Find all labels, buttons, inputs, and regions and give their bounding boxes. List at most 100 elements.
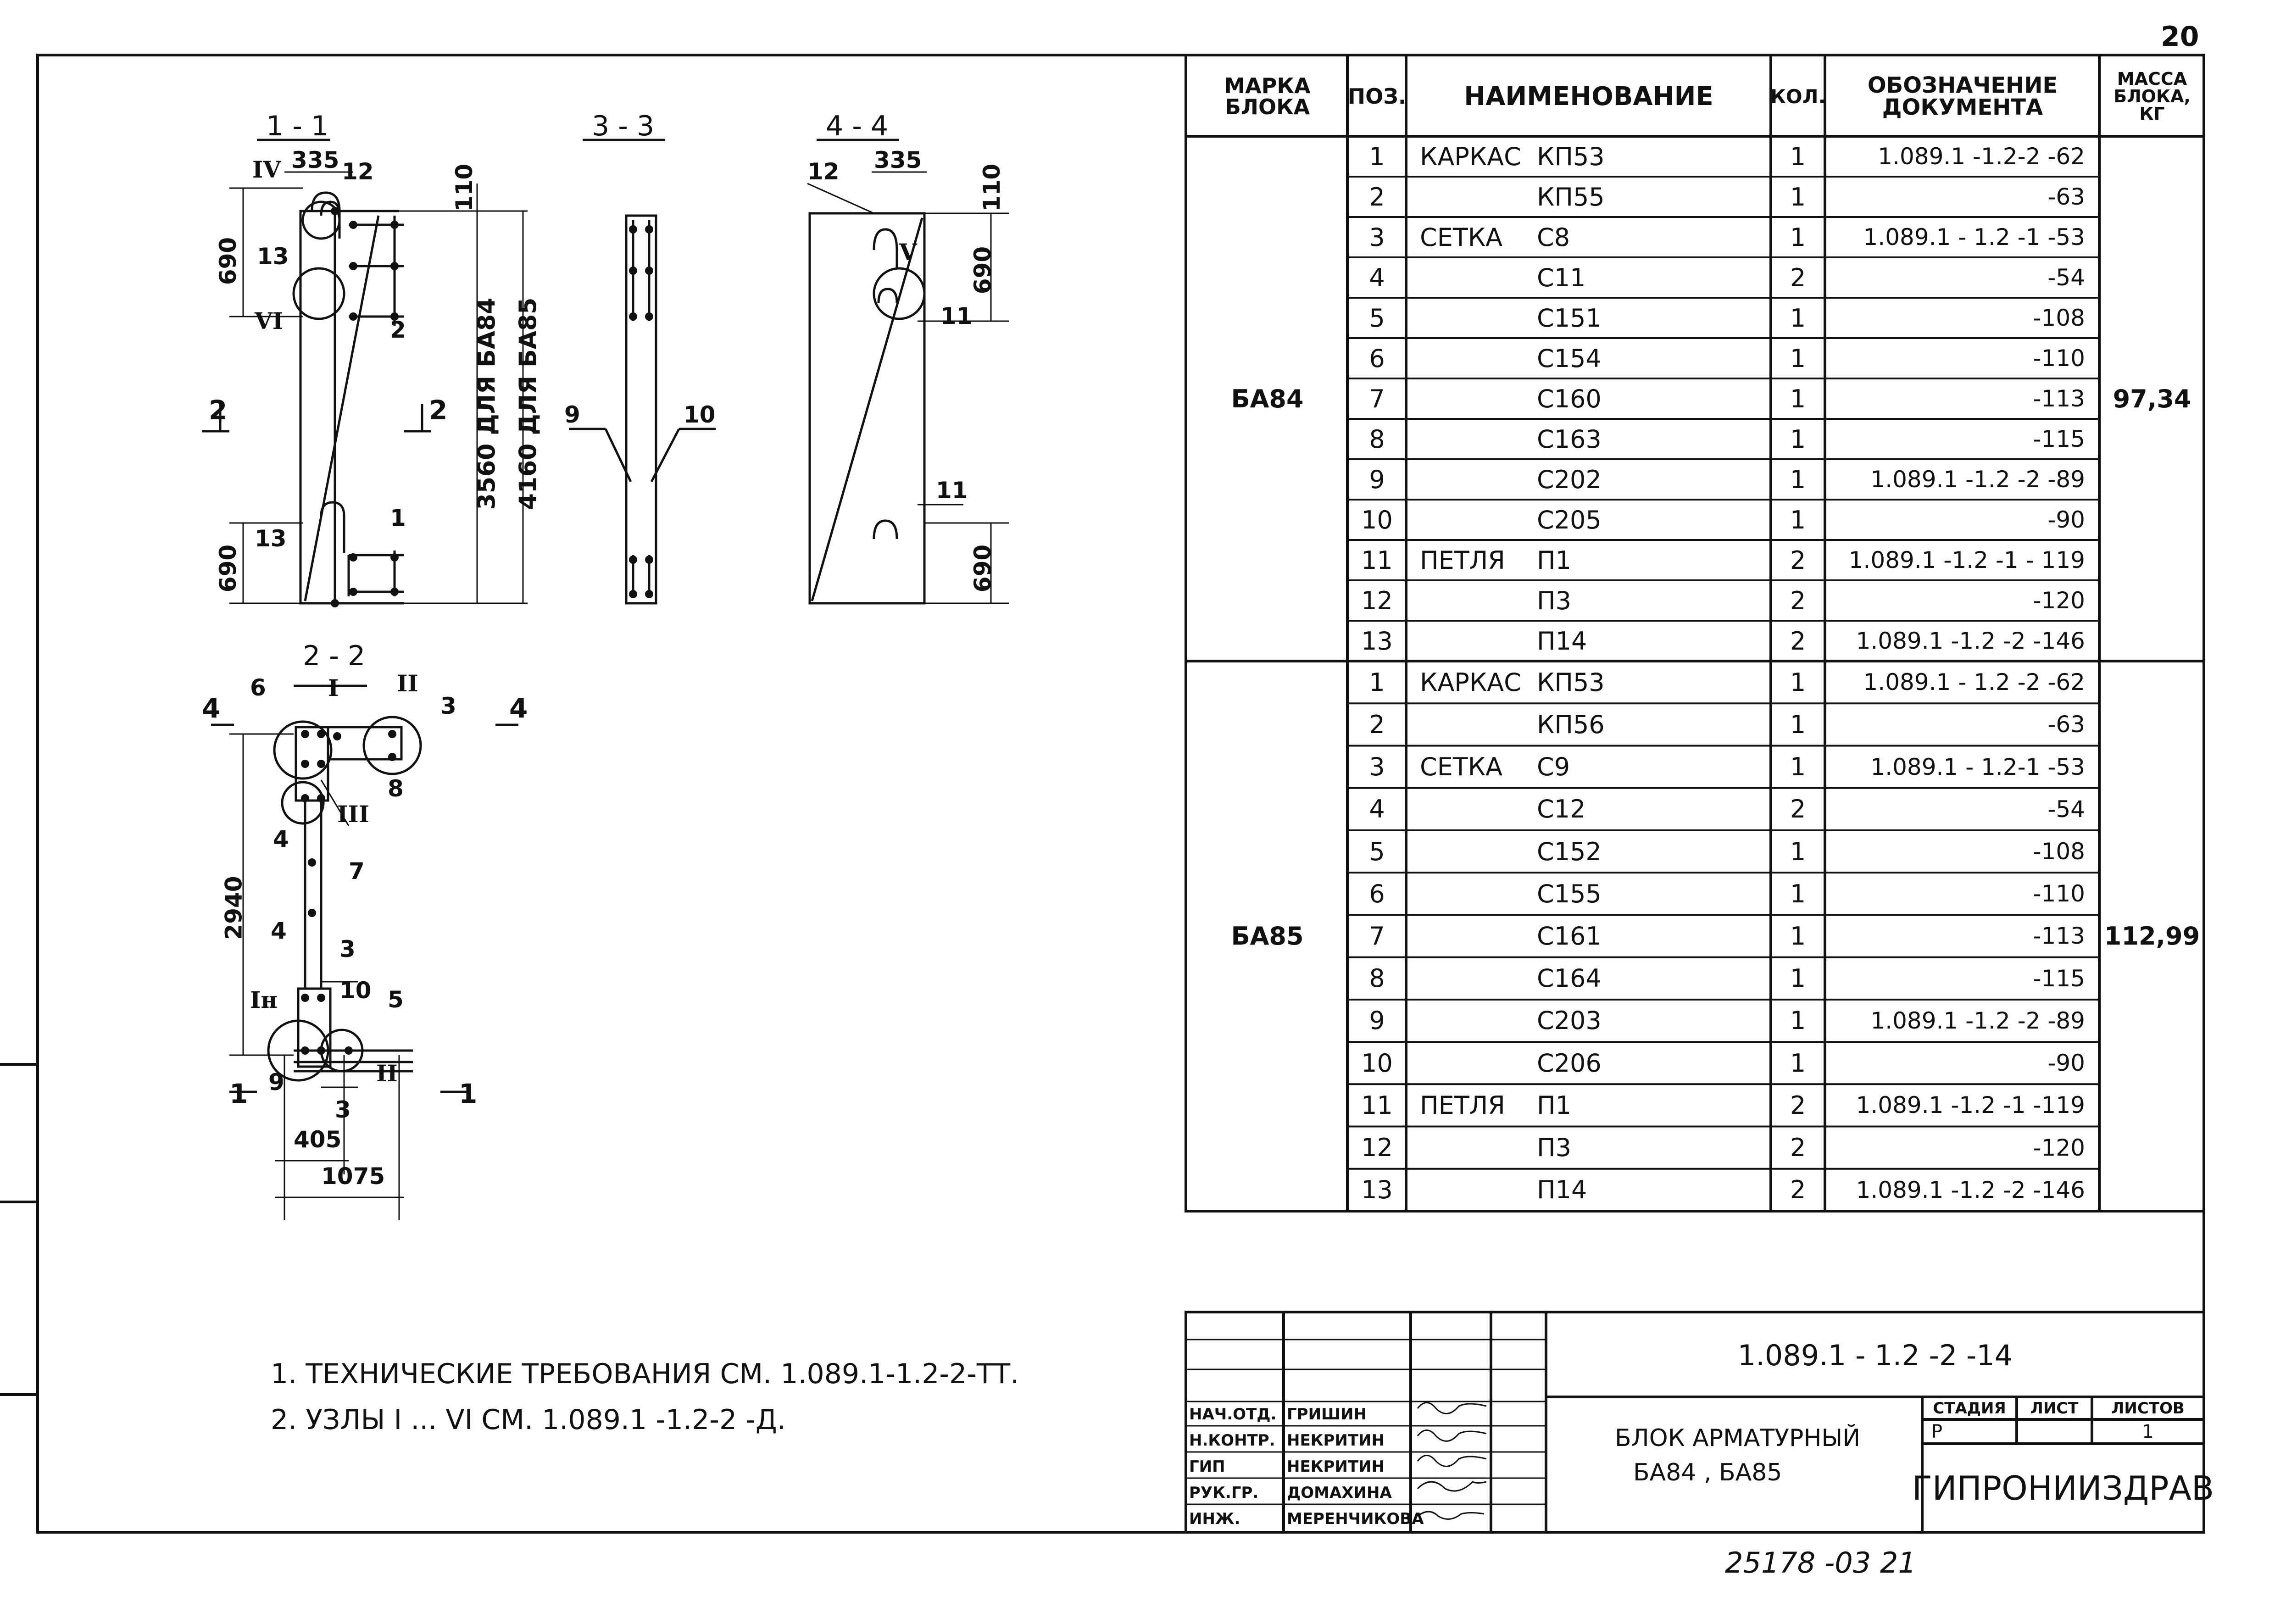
row-item: КП53 — [1537, 667, 1605, 697]
row-type — [1420, 338, 1539, 378]
staff-role: РУК.ГР. — [1189, 1483, 1259, 1502]
pos-label-3-b: 3 — [339, 936, 356, 962]
row-item: П3 — [1537, 586, 1571, 615]
row-doc: 1.089.1 - 1.2-1 -53 — [1870, 753, 2085, 780]
row-pos: 12 — [1361, 1133, 1393, 1162]
row-pos: 4 — [1369, 795, 1385, 824]
pos-label-13-a: 13 — [257, 243, 289, 270]
pos-label-4-a: 4 — [273, 826, 289, 852]
row-pos: 7 — [1369, 384, 1385, 413]
row-qty: 1 — [1790, 921, 1806, 951]
header-qty: КОЛ. — [1770, 85, 1826, 108]
row-pos: 6 — [1369, 344, 1385, 373]
row-item: С11 — [1537, 263, 1586, 292]
row-item: П1 — [1537, 1090, 1571, 1120]
section-1-1-title: 1 - 1 — [266, 110, 329, 142]
staff-role: Н.КОНТР. — [1189, 1431, 1275, 1450]
row-item: С163 — [1537, 424, 1602, 454]
row-qty: 1 — [1790, 303, 1806, 333]
pos-label-7: 7 — [349, 858, 365, 884]
staff-name: НЕКРИТИН — [1287, 1431, 1385, 1450]
row-pos: 3 — [1369, 752, 1385, 782]
row-doc: -63 — [2047, 184, 2085, 210]
section-1-1-rebar-dots — [331, 207, 399, 607]
row-type — [1420, 257, 1539, 298]
row-pos: 8 — [1369, 424, 1385, 454]
node-ref-II: II — [397, 670, 418, 697]
row-type: КАРКАС — [1420, 667, 1521, 697]
block-mass-1: 97,34 — [2113, 384, 2191, 413]
row-item: С206 — [1537, 1048, 1602, 1078]
row-doc: -63 — [2047, 711, 2085, 738]
row-item: С12 — [1537, 795, 1586, 824]
dim-690-a: 690 — [215, 237, 242, 285]
row-item: С152 — [1537, 837, 1602, 866]
row-doc: 1.089.1 -1.2 -1 - 119 — [1848, 547, 2085, 573]
sheets-value: 1 — [2142, 1421, 2154, 1442]
note-1: 1. ТЕХНИЧЕСКИЕ ТРЕБОВАНИЯ СМ. 1.089.1-1.… — [271, 1358, 1019, 1390]
row-qty: 1 — [1790, 505, 1806, 534]
row-pos: 12 — [1361, 586, 1393, 615]
sheet-label: ЛИСТ — [2030, 1399, 2079, 1418]
row-item: С9 — [1537, 752, 1570, 782]
block-mark-2: БА85 — [1231, 922, 1304, 951]
row-qty: 1 — [1790, 1006, 1806, 1035]
sheets-label: ЛИСТОВ — [2111, 1399, 2185, 1418]
note-2: 2. УЗЛЫ I ... VI СМ. 1.089.1 -1.2-2 -Д. — [271, 1404, 786, 1436]
row-type — [1420, 177, 1539, 217]
row-item: С164 — [1537, 964, 1602, 993]
row-pos: 11 — [1361, 545, 1393, 575]
dim-335-b: 335 — [874, 147, 922, 173]
cut-mark-4-right: 4 — [509, 693, 528, 724]
row-qty: 1 — [1790, 1048, 1806, 1078]
row-qty: 1 — [1790, 222, 1806, 252]
row-item: П3 — [1537, 1133, 1571, 1162]
pos-label-11-a: 11 — [940, 303, 973, 329]
row-doc: -113 — [2033, 385, 2085, 412]
stage-value: Р — [1931, 1421, 1943, 1442]
staff-name: МЕРЕНЧИКОВА — [1287, 1509, 1424, 1528]
header-mark: МАРКА БЛОКА — [1224, 73, 1311, 119]
pos-label-10-a: 10 — [684, 401, 716, 428]
dim-110-b: 110 — [979, 163, 1006, 212]
row-type — [1420, 459, 1539, 500]
row-pos: 2 — [1369, 182, 1385, 211]
dim-3560: 3560 ДЛЯ БА84 — [473, 297, 501, 510]
row-type — [1420, 703, 1539, 745]
row-qty: 1 — [1790, 384, 1806, 413]
row-type — [1420, 915, 1539, 957]
row-qty: 2 — [1790, 795, 1806, 824]
node-ref-III: III — [337, 801, 370, 828]
row-pos: 7 — [1369, 921, 1385, 951]
row-doc: -115 — [2033, 965, 2085, 992]
cut-mark-1-left: 1 — [229, 1078, 248, 1109]
row-doc: -108 — [2033, 838, 2085, 865]
dim-1075: 1075 — [321, 1163, 385, 1190]
row-qty: 2 — [1790, 263, 1806, 292]
dim-4160: 4160 ДЛЯ БА85 — [514, 297, 542, 510]
row-pos: 1 — [1369, 667, 1385, 697]
section-4-4-drawing — [807, 139, 1009, 605]
row-pos: 2 — [1369, 710, 1385, 739]
row-qty: 2 — [1790, 586, 1806, 615]
cut-mark-4-left: 4 — [202, 693, 221, 724]
row-pos: 13 — [1361, 1175, 1393, 1205]
block-mark-1: БА84 — [1231, 384, 1304, 413]
row-item: С151 — [1537, 303, 1602, 333]
row-item: С161 — [1537, 921, 1602, 951]
row-qty: 1 — [1790, 142, 1806, 171]
row-item: С155 — [1537, 879, 1602, 908]
row-item: КП53 — [1537, 142, 1605, 171]
row-item: КП55 — [1537, 182, 1605, 211]
section-2-2-title: 2 - 2 — [303, 640, 366, 672]
pos-label-3-a: 3 — [440, 693, 456, 719]
row-type: КАРКАС — [1420, 142, 1521, 171]
row-type: СЕТКА — [1420, 752, 1503, 782]
node-ref-IV: IV — [252, 156, 281, 183]
dim-690-b: 690 — [215, 544, 242, 593]
row-pos: 3 — [1369, 222, 1385, 252]
pos-label-4-b: 4 — [271, 918, 287, 944]
pos-label-5: 5 — [388, 986, 404, 1013]
row-type — [1420, 957, 1539, 1000]
row-qty: 2 — [1790, 1175, 1806, 1205]
